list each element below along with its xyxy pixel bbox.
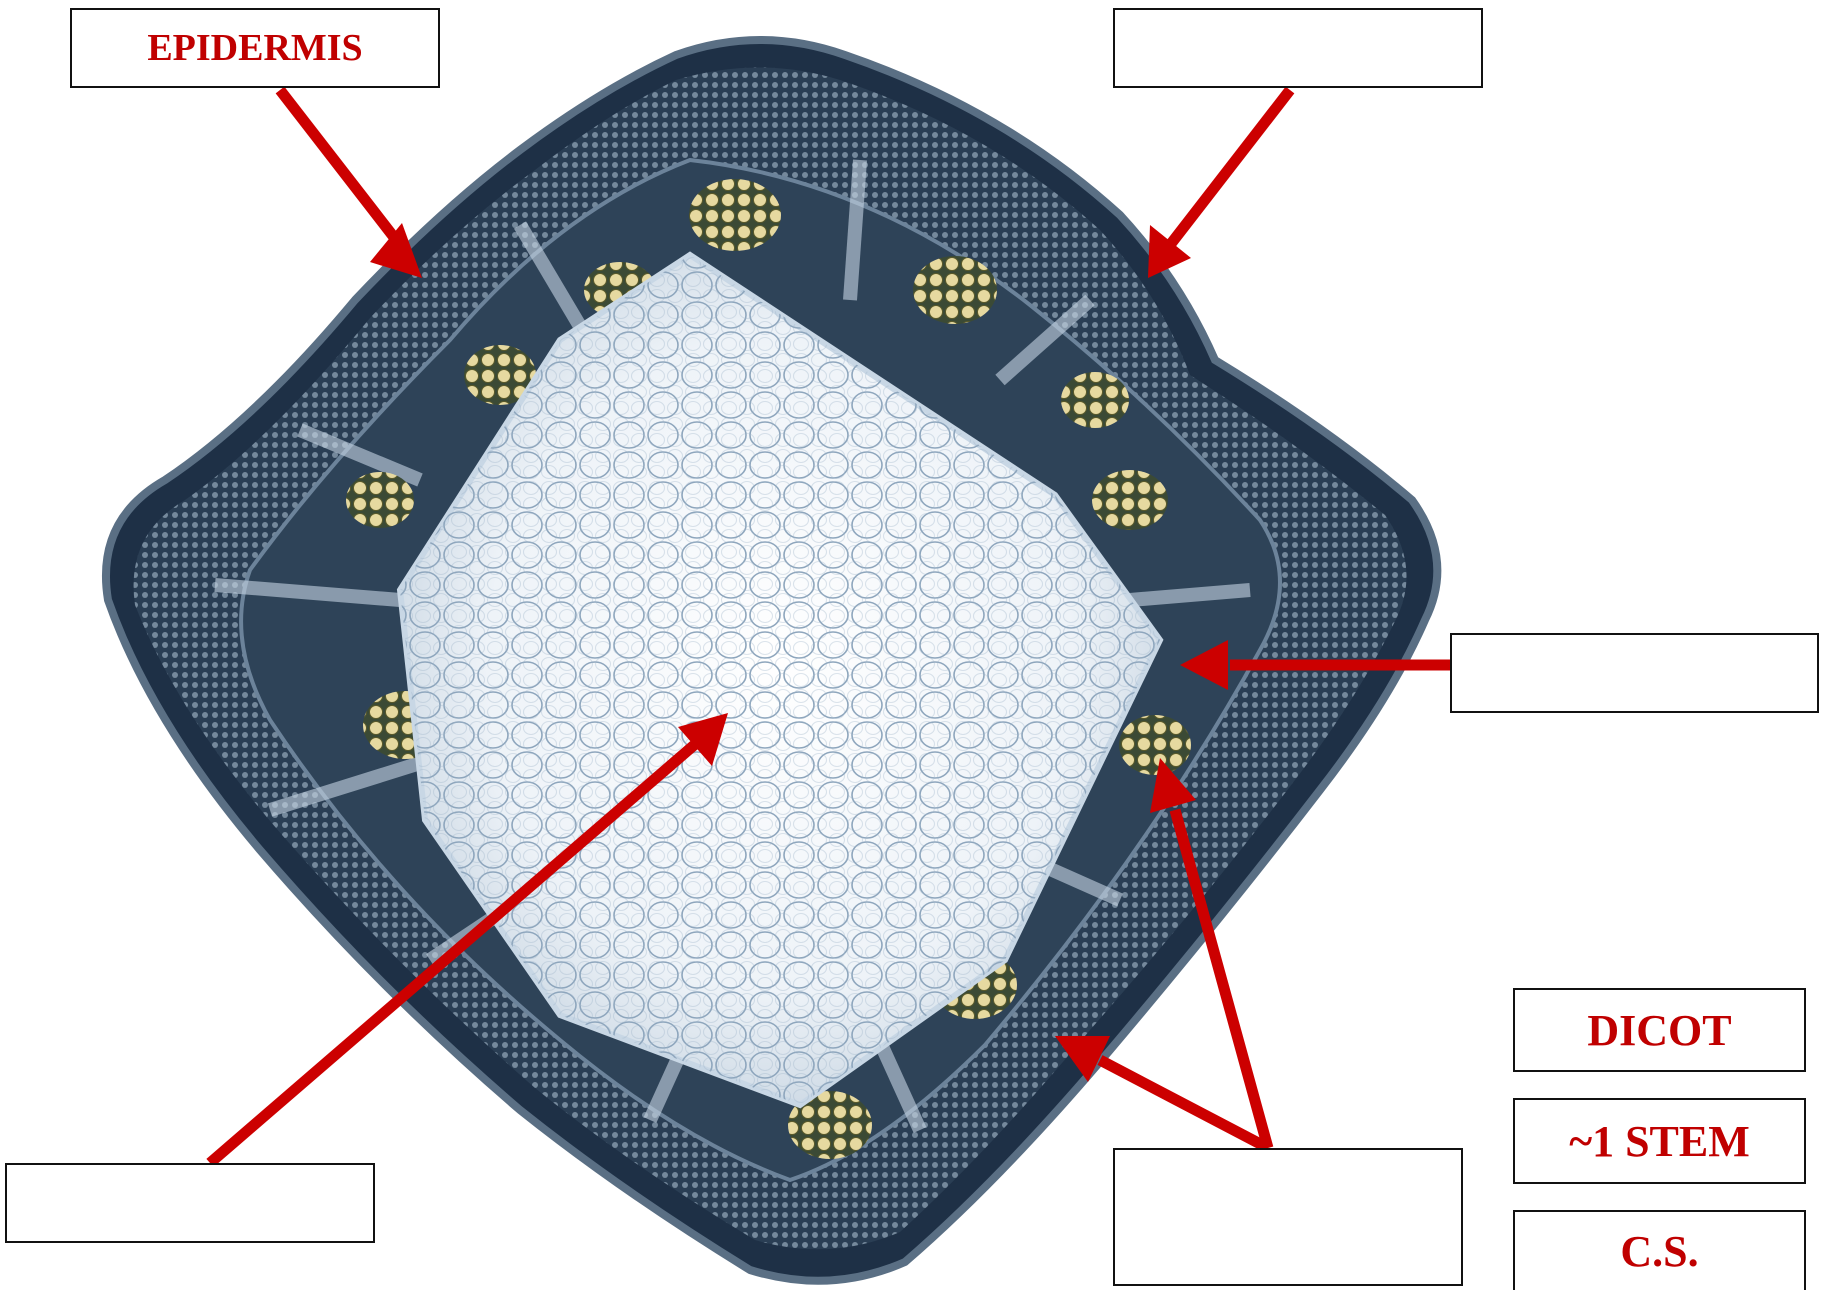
epidermis-arrow xyxy=(280,90,422,278)
top-right-arrow xyxy=(1148,90,1290,278)
blank-label-right xyxy=(1450,633,1819,713)
stem-label-text: ~1 STEM xyxy=(1569,1116,1750,1167)
blank-label-top-right xyxy=(1113,8,1483,88)
dicot-label-text: DICOT xyxy=(1587,1005,1731,1056)
blank-label-bottom-right xyxy=(1113,1148,1463,1286)
epidermis-label-text: EPIDERMIS xyxy=(147,26,362,70)
epidermis-label: EPIDERMIS xyxy=(70,8,440,88)
stem-label: ~1 STEM xyxy=(1513,1098,1806,1184)
bottom-right-arrow-lower xyxy=(1055,1036,1268,1148)
dicot-label: DICOT xyxy=(1513,988,1806,1072)
cross-section-label-text: C.S. xyxy=(1620,1226,1698,1277)
cross-section-label: C.S. xyxy=(1513,1210,1806,1290)
blank-label-bottom-left xyxy=(5,1163,375,1243)
